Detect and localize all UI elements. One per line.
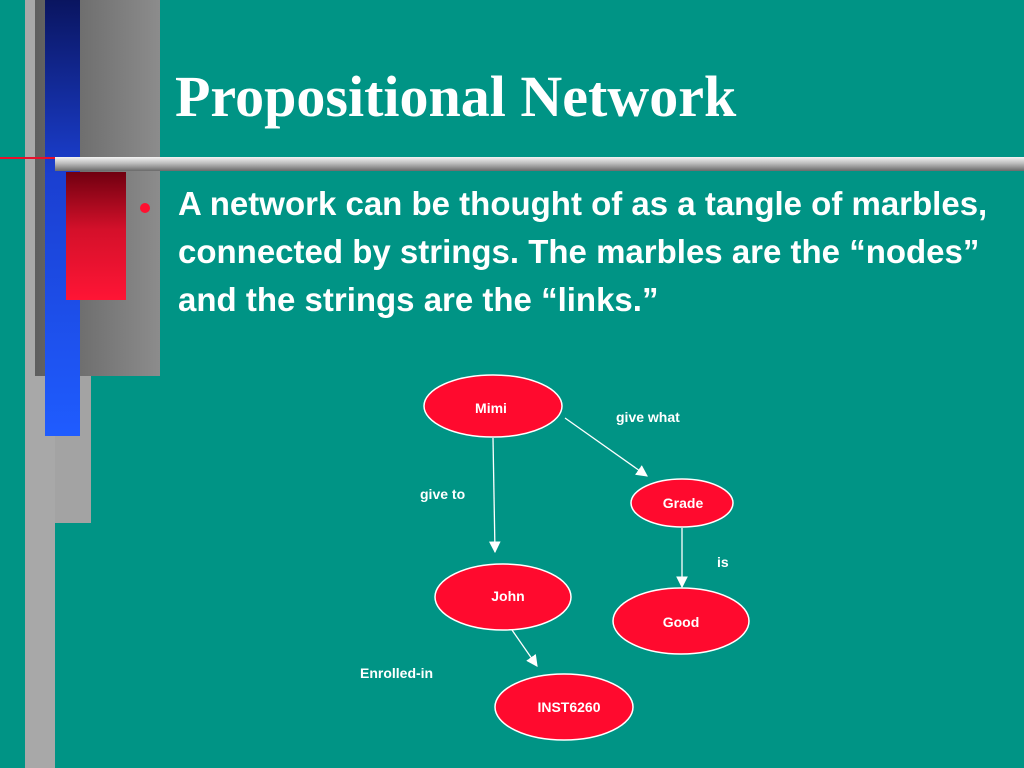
node-label: Good [663,614,700,630]
node-label: Mimi [475,400,507,416]
edge-mimi-grade [564,417,648,477]
node-label: INST6260 [537,699,600,715]
node-label: John [491,588,524,604]
slide-title: Propositional Network [175,64,737,129]
node-good: Good [612,587,750,655]
node-label: Grade [663,495,704,511]
bullet-text: A network can be thought of as a tangle … [178,185,988,318]
title-divider-rule [55,157,1024,171]
node-grade: Grade [630,478,734,528]
node-mimi: Mimi [423,374,563,438]
edge-mimi-john [488,437,501,554]
edge-john-inst [511,629,538,667]
edge-label-is: is [717,554,729,570]
node-inst6260: INST6260 [494,673,634,741]
node-john: John [434,563,572,631]
edge-label-give-to: give to [420,486,465,502]
bullet-dot-icon [140,203,150,213]
decor-block-red [66,172,126,300]
edge-label-enrolled-in: Enrolled-in [360,665,433,681]
edge-label-give-what: give what [616,409,680,425]
